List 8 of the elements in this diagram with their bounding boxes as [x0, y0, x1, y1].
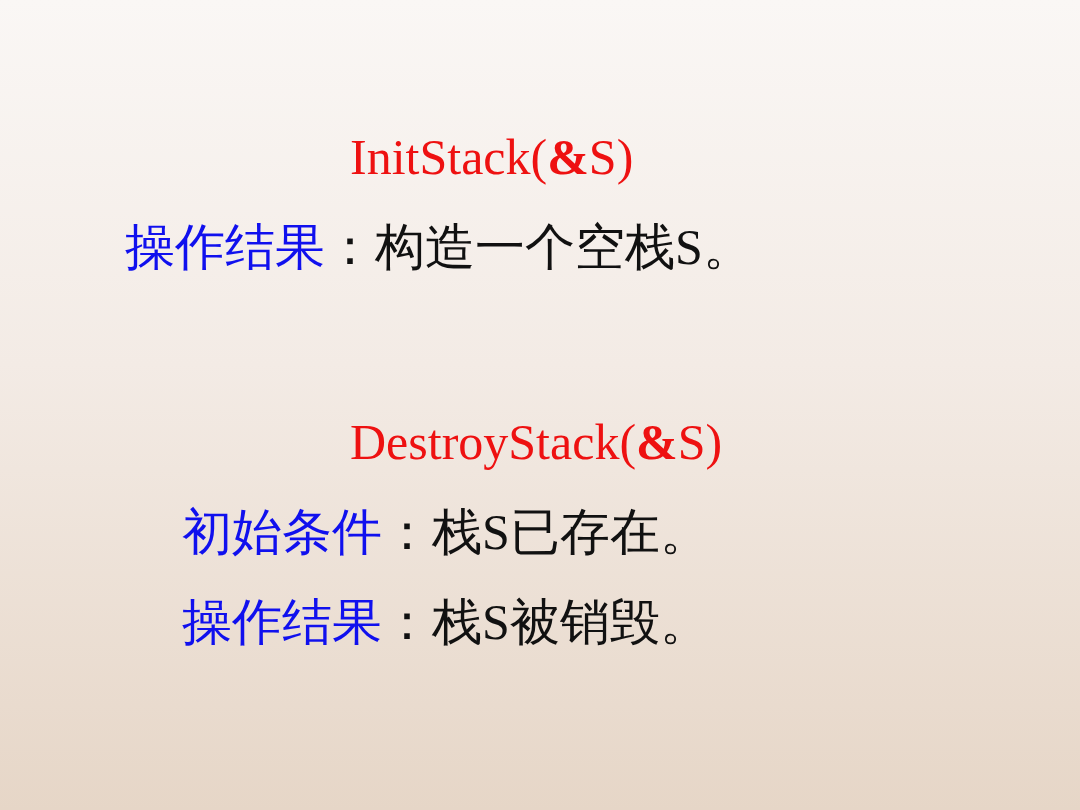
description-text: ：栈S被销毁。 [382, 594, 710, 650]
function-signature: InitStack(&S) [350, 129, 634, 185]
description-text: ：栈S已存在。 [382, 504, 710, 560]
term-label: 操作结果 [125, 218, 325, 276]
function-signature: DestroyStack(&S) [350, 414, 723, 470]
description-text: ：构造一个空栈S。 [325, 219, 753, 275]
term-label: 操作结果 [182, 593, 382, 651]
term-label: 初始条件 [182, 503, 382, 561]
